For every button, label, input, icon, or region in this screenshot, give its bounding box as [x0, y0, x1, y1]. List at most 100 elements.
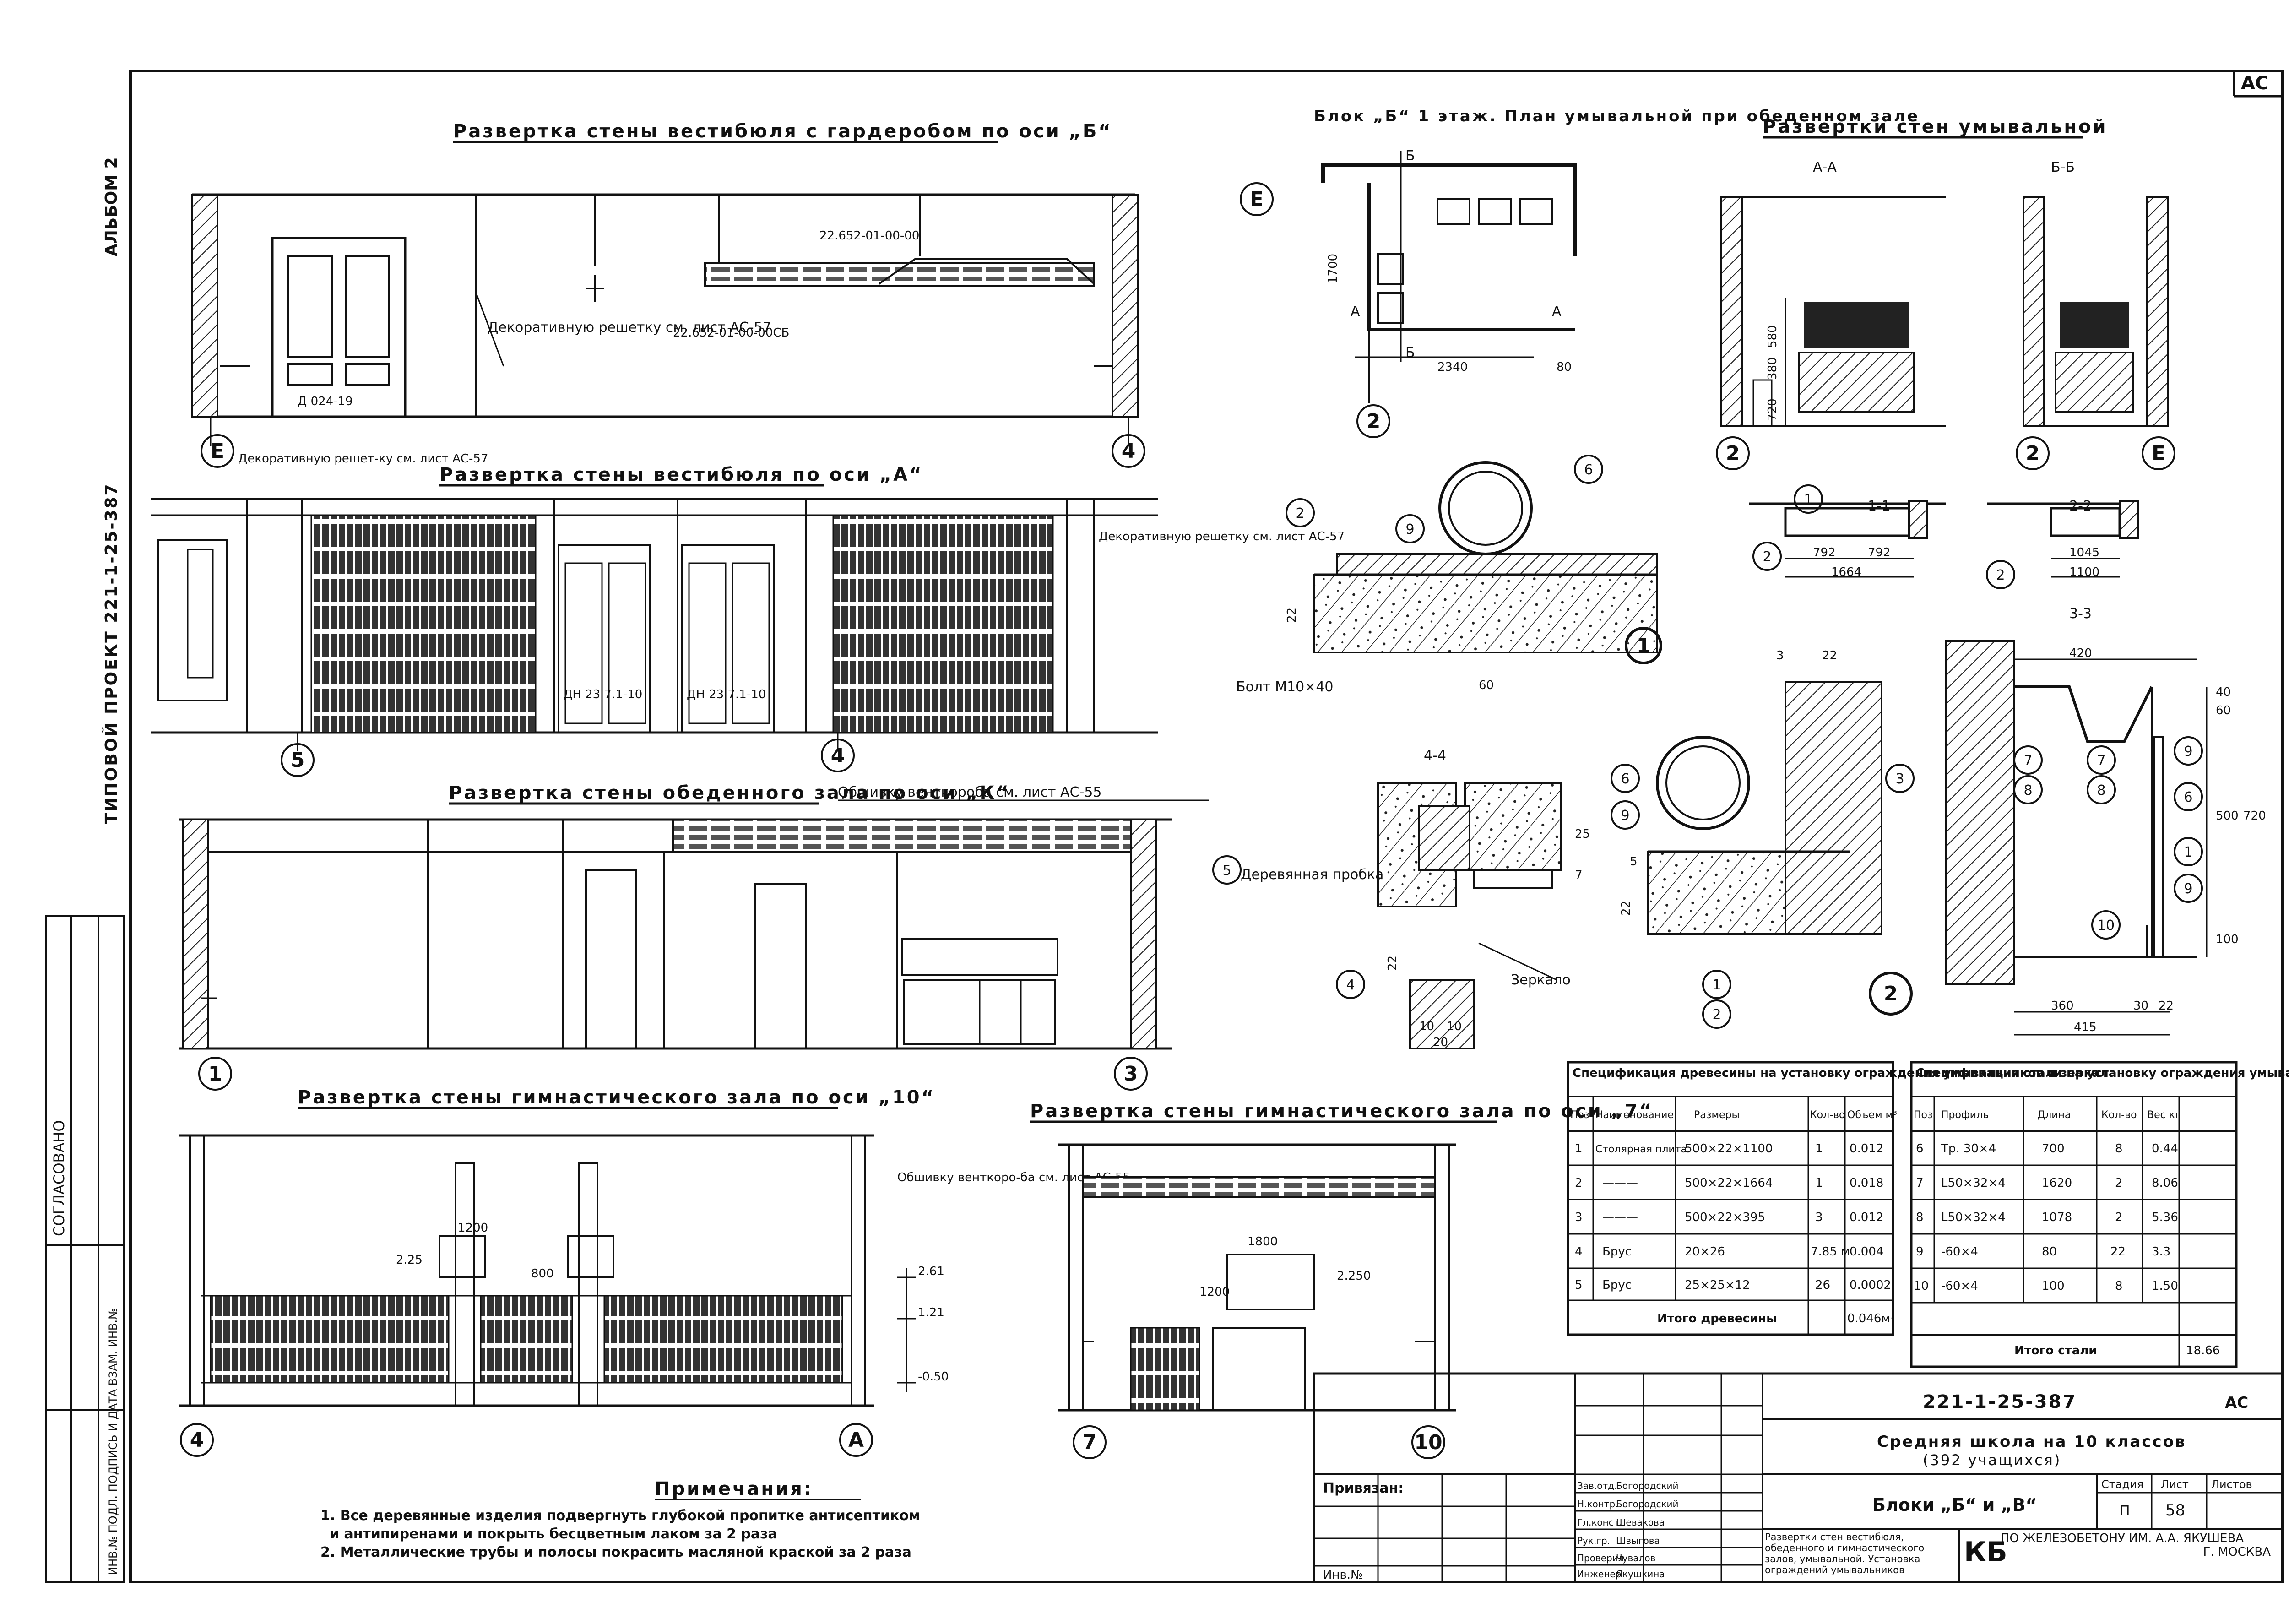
svg-text:А: А — [848, 1428, 864, 1452]
axis-bubble-3: 3 — [1114, 1057, 1148, 1091]
lobby-wall-b-note: Декоративную решетку см. лист АС-57 — [488, 320, 771, 336]
axis-bubble-2c: 2 — [2016, 436, 2050, 470]
svg-text:0.012: 0.012 — [1850, 1211, 1883, 1224]
lobby-wall-b-code-bottom: 22.652-01-00-00СБ — [673, 326, 789, 340]
svg-text:———: ——— — [1602, 1176, 1638, 1190]
block-plan-mark-1: Б — [1405, 148, 1415, 164]
block-plan-dim-3: 80 — [1557, 360, 1572, 374]
title-org: по железобетону им. А.А. Якушева — [2001, 1532, 2244, 1545]
axis-bubble-2b: 2 — [1716, 436, 1750, 470]
axis-bubble-10: 10 — [1411, 1425, 1445, 1459]
title-sheet-hdr: Лист — [2161, 1478, 2189, 1491]
svg-text:80: 80 — [2042, 1245, 2057, 1259]
axis-bubble-2a: 2 — [1356, 404, 1390, 438]
svg-text:Якушкина: Якушкина — [1616, 1569, 1665, 1580]
axis-bubble-4: 4 — [1112, 434, 1145, 468]
outer-frame — [129, 70, 2284, 1583]
project-label: ТИПОВОЙ ПРОЕКТ 221-1-25-387 — [102, 483, 121, 824]
svg-text:2: 2 — [1367, 410, 1381, 433]
svg-text:7: 7 — [1083, 1431, 1097, 1454]
gym-wall-10-title: Развертка стены гимнастического зала по … — [298, 1087, 935, 1108]
section-44-dim-20: 20 — [1433, 1036, 1448, 1049]
svg-text:6: 6 — [1916, 1142, 1924, 1156]
lobby-wall-a-door2: ДН 23 7.1-10 — [687, 688, 766, 701]
svg-text:Размеры: Размеры — [1694, 1109, 1740, 1121]
svg-text:6: 6 — [1584, 462, 1593, 478]
block-plan-view — [1321, 151, 1577, 403]
washroom-sec-33-view — [1945, 640, 2208, 1036]
lobby-wall-a-door1: ДН 23 7.1-10 — [563, 688, 642, 701]
wood-spec-total-label: Итого древесины — [1657, 1312, 1777, 1325]
svg-text:4: 4 — [1575, 1245, 1583, 1259]
svg-text:Тр. 30×4: Тр. 30×4 — [1941, 1142, 1996, 1156]
svg-text:Е: Е — [2152, 442, 2165, 465]
svg-text:5: 5 — [291, 749, 305, 772]
notes-line-3: 2. Металлические трубы и полосы покрасит… — [320, 1544, 911, 1560]
washroom-dim-40: 40 — [2216, 685, 2231, 699]
title-block-name: Блоки „Б“ и „В“ — [1872, 1495, 2037, 1515]
title-stage-hdr: Стадия — [2101, 1478, 2143, 1491]
svg-text:Кол-во: Кол-во — [1810, 1109, 1845, 1121]
axis-bubble-1: 1 — [198, 1057, 232, 1091]
svg-text:2: 2 — [2026, 442, 2040, 465]
svg-text:1620: 1620 — [2042, 1176, 2072, 1190]
section-44-wood: Деревянная пробка — [1241, 867, 1383, 883]
washroom-sec-11-view — [1749, 500, 1946, 578]
svg-text:Поз: Поз — [1570, 1109, 1589, 1121]
gym-wall-7-view — [1058, 1143, 1456, 1412]
washroom-sec-11: 1-1 — [1868, 498, 1890, 514]
svg-text:1: 1 — [1815, 1142, 1823, 1156]
svg-text:8: 8 — [2115, 1142, 2123, 1156]
detail-1-dim-22: 22 — [1285, 608, 1299, 623]
section-44-dim-22: 22 — [1386, 956, 1399, 971]
washroom-dim-420: 420 — [2069, 646, 2092, 660]
title-project-name: Средняя школа на 10 классов — [1877, 1433, 2186, 1451]
lobby-wall-b-code-top: 22.652-01-00-00 — [819, 229, 919, 243]
svg-text:9: 9 — [1621, 808, 1629, 824]
steel-spec-total-label: Итого стали — [2014, 1344, 2097, 1358]
section-44-title: 4-4 — [1424, 748, 1446, 764]
gym-wall-10-level-1: 2.61 — [918, 1265, 944, 1278]
svg-text:1: 1 — [1712, 977, 1721, 993]
lobby-wall-a-view — [151, 498, 1158, 751]
svg-text:20×26: 20×26 — [1685, 1245, 1725, 1259]
axis-bubble-4c: 4 — [180, 1423, 214, 1457]
approved-label: СОГЛАСОВАНО — [50, 1120, 68, 1236]
dining-wall-k-view — [179, 818, 1172, 1050]
gym-wall-10-dim-3: 800 — [531, 1267, 554, 1281]
svg-text:Столярная плита: Столярная плита — [1595, 1144, 1687, 1155]
svg-text:3: 3 — [1895, 771, 1904, 787]
svg-text:———: ——— — [1602, 1211, 1638, 1224]
svg-text:2: 2 — [2115, 1211, 2123, 1224]
svg-text:1: 1 — [2184, 844, 2192, 860]
steel-spec-total-value: 18.66 — [2186, 1344, 2220, 1358]
title-inv-label: Инв.№ — [1323, 1568, 1363, 1582]
wood-spec-table — [1567, 1061, 1894, 1336]
svg-text:1: 1 — [1575, 1142, 1583, 1156]
title-description-box: Развертки стен вестибюля, обеденного и г… — [1765, 1532, 1924, 1575]
svg-text:Гл.конст.: Гл.конст. — [1577, 1517, 1622, 1528]
svg-text:1: 1 — [208, 1062, 222, 1086]
lobby-wall-a-title: Развертка стены вестибюля по оси „А“ — [439, 464, 923, 485]
svg-text:Зав.отд.: Зав.отд. — [1577, 1480, 1617, 1491]
title-block — [1313, 1372, 2284, 1583]
svg-text:7.85 м: 7.85 м — [1811, 1245, 1850, 1259]
notes-line-2: и антипиренами и покрыть бесцветным лако… — [330, 1526, 777, 1542]
svg-text:Е: Е — [211, 440, 224, 463]
steel-spec-table — [1910, 1061, 2238, 1368]
svg-text:10: 10 — [1414, 1431, 1442, 1454]
block-plan-mark-2: Б — [1405, 345, 1415, 361]
svg-text:4: 4 — [831, 744, 845, 767]
detail-2-dim-22b: 22 — [1619, 901, 1633, 916]
svg-text:2: 2 — [1712, 1007, 1721, 1023]
axis-bubble-4b: 4 — [821, 739, 855, 772]
svg-text:1: 1 — [1804, 492, 1812, 508]
axis-bubble-a: А — [839, 1423, 873, 1457]
gym-wall-7-dim-3: 2.250 — [1337, 1269, 1371, 1283]
gym-wall-7-dim-1: 1800 — [1248, 1235, 1278, 1249]
svg-text:Брус: Брус — [1602, 1278, 1632, 1292]
